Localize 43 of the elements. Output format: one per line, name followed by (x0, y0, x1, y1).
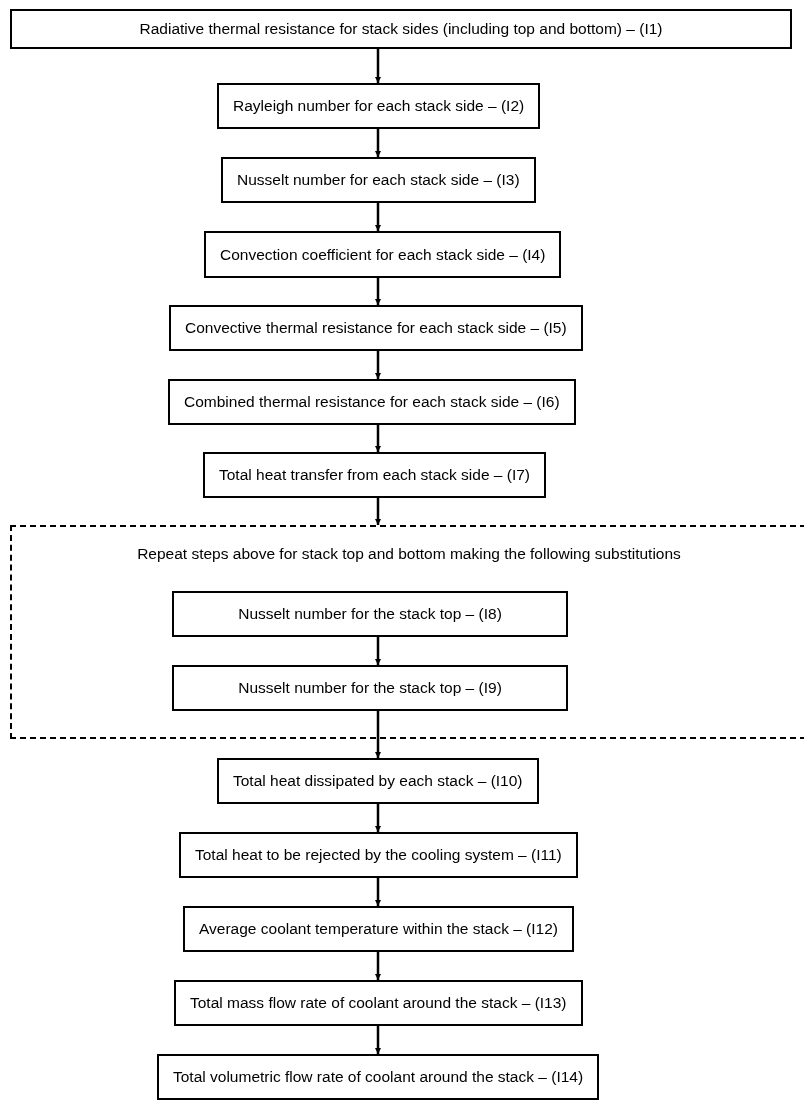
process-box (203, 452, 546, 498)
step-label: Convective thermal resistance for each stack side – (I5) (185, 319, 567, 337)
arrow (375, 1026, 381, 1054)
group-heading: Repeat steps above for stack top and bottom making the following substitutions (136, 545, 682, 563)
process-box (10, 9, 792, 49)
step-label: Total heat dissipated by each stack – (I10) (233, 772, 523, 790)
process-box (217, 758, 539, 804)
arrow (375, 425, 381, 452)
step-label: Nusselt number for each stack side – (I3) (237, 171, 520, 189)
step-label: Total heat to be rejected by the cooling system – (I11) (195, 846, 562, 864)
step-label: Total heat transfer from each stack side – (I7) (219, 466, 530, 484)
arrow (375, 878, 381, 906)
process-box (172, 591, 568, 637)
step-label: Total volumetric flow rate of coolant around the stack – (I14) (173, 1068, 584, 1086)
process-box (217, 83, 541, 129)
arrow (375, 351, 381, 379)
arrow (375, 952, 381, 980)
arrow (375, 498, 381, 525)
arrow (375, 711, 381, 758)
process-box (157, 1054, 600, 1100)
arrow (375, 804, 381, 832)
process-box (169, 305, 583, 351)
step-label: Nusselt number for the stack top – (I8) (238, 605, 502, 623)
arrow (375, 278, 381, 305)
step-label: Nusselt number for the stack top – (I9) (238, 679, 502, 697)
step-label: Total mass flow rate of coolant around the stack – (I13) (190, 994, 567, 1012)
process-box (168, 379, 576, 425)
process-box (221, 157, 536, 203)
step-label: Radiative thermal resistance for stack sides (including top and bottom) – (I1) (139, 20, 663, 38)
arrow (375, 49, 381, 83)
step-label: Average coolant temperature within the stack – (I12) (199, 920, 558, 938)
step-label: Convection coefficient for each stack side – (I4) (220, 245, 546, 264)
step-label: Combined thermal resistance for each stack side – (I6) (184, 393, 560, 411)
process-box (172, 665, 568, 711)
process-box (174, 980, 583, 1026)
dashed-group-box (10, 525, 804, 739)
arrow (375, 203, 381, 231)
step-label: Rayleigh number for each stack side – (I2) (233, 97, 525, 115)
arrow (375, 129, 381, 157)
process-box (183, 906, 574, 952)
process-box (179, 832, 578, 878)
process-box (204, 231, 562, 278)
arrow (375, 637, 381, 665)
